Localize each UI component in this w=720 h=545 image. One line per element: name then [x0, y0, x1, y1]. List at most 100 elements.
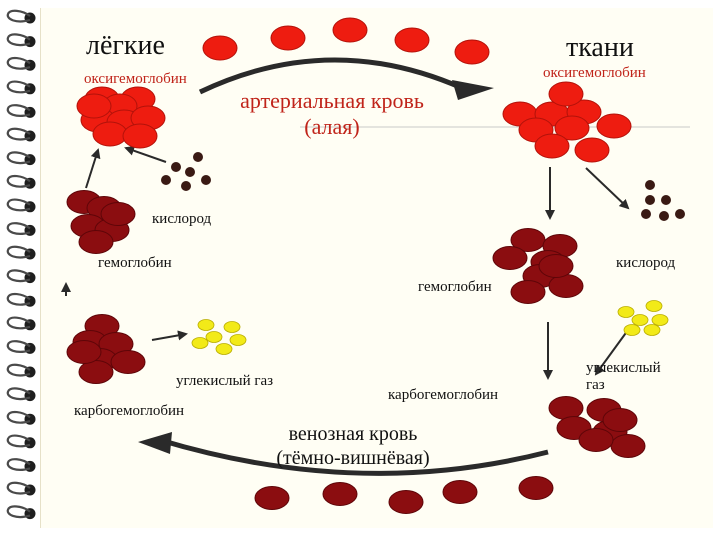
venous-blood-cell — [66, 340, 102, 364]
carbon-dioxide-molecule — [643, 324, 661, 336]
binding-ring — [6, 505, 36, 520]
binding-ring — [6, 481, 36, 496]
oxygen-molecule — [193, 152, 203, 162]
venous-blood-cell — [100, 202, 136, 226]
binding-ring — [6, 33, 36, 48]
venous-blood-cell — [548, 396, 584, 420]
arterial-blood-line2: (алая) — [304, 114, 360, 139]
carbon-dioxide-molecule — [631, 314, 649, 326]
arterial-blood-cell — [554, 115, 590, 141]
carbon-dioxide-molecule — [223, 321, 241, 333]
arrow-co2-released — [151, 330, 188, 341]
oxygen-molecule — [181, 181, 191, 191]
arterial-blood-cell — [548, 81, 584, 107]
venous-blood-label: венозная кровь (тёмно-вишнёвая) — [248, 424, 458, 468]
venous-blood-cell — [110, 350, 146, 374]
oxyhemoglobin-left-label: оксигемоглобин — [84, 71, 187, 87]
arrow-co2-to-blood — [594, 329, 629, 376]
arterial-blood-cell — [332, 17, 368, 43]
oxygen-molecule — [675, 209, 685, 219]
carbohemoglobin-left-label: карбогемоглобин — [74, 403, 185, 419]
venous-blood-cell — [510, 280, 546, 304]
oxygen-molecule — [201, 175, 211, 185]
venous-blood-cell — [492, 246, 528, 270]
arterial-blood-line1: артериальная кровь — [240, 88, 424, 113]
arterial-blood-label: артериальная кровь (алая) — [212, 90, 452, 138]
venous-blood-cell — [254, 486, 290, 510]
oxygen-molecule — [185, 167, 195, 177]
venous-blood-cell — [548, 274, 584, 298]
venous-blood-cell — [578, 428, 614, 452]
oxygen-molecule — [641, 209, 651, 219]
tissues-label: ткани — [566, 32, 634, 63]
oxygen-molecule — [659, 211, 669, 221]
oxygen-molecule — [661, 195, 671, 205]
binding-ring — [6, 222, 36, 236]
oxygen-molecule — [171, 162, 181, 172]
binding-ring — [6, 80, 36, 95]
carbon-dioxide-right-line2: газ — [586, 377, 605, 394]
carbon-dioxide-right-label: углекислый газ — [586, 360, 661, 395]
carbon-dioxide-molecule — [205, 331, 223, 343]
binding-ring — [6, 174, 36, 189]
arrow-oxygen-to-lungs — [124, 145, 167, 163]
binding-ring — [6, 292, 36, 307]
venous-blood-cell — [322, 482, 358, 506]
oxygen-molecule — [161, 175, 171, 185]
carbon-dioxide-molecule — [215, 343, 233, 355]
arterial-blood-cell — [534, 133, 570, 159]
binding-ring — [6, 434, 36, 449]
arterial-blood-cell — [394, 27, 430, 53]
binding-ring — [6, 56, 36, 71]
arterial-blood-cell — [122, 123, 158, 149]
binding-ring — [6, 127, 36, 142]
venous-blood-cell — [518, 476, 554, 500]
arrow-oxygen-to-tissues — [585, 167, 630, 210]
binding-ring — [6, 410, 36, 425]
venous-blood-line2: (тёмно-вишнёвая) — [276, 447, 430, 469]
binding-ring — [6, 151, 36, 166]
binding-ring — [6, 316, 36, 331]
carbon-dioxide-left-label: углекислый газ — [176, 373, 274, 389]
arrow-hemoglobin-to-oxyhemoglobin — [85, 148, 101, 189]
carbon-dioxide-right-line1: углекислый — [586, 360, 661, 376]
carbon-dioxide-molecule — [623, 324, 641, 336]
venous-blood-cell — [602, 408, 638, 432]
venous-blood-cell — [78, 230, 114, 254]
venous-blood-line1: венозная кровь — [288, 423, 418, 445]
arterial-blood-cell — [574, 137, 610, 163]
carbon-dioxide-molecule — [645, 300, 663, 312]
binding-ring — [6, 363, 36, 378]
arterial-blood-cell — [202, 35, 238, 61]
venous-flow-arrowhead — [138, 432, 172, 454]
carbon-dioxide-molecule — [229, 334, 247, 346]
lungs-label: лёгкие — [86, 30, 165, 61]
venous-blood-cell — [388, 490, 424, 514]
arterial-blood-cell — [270, 25, 306, 51]
binding-ring — [6, 269, 36, 284]
binding-ring — [6, 9, 36, 24]
arterial-blood-cell — [596, 113, 632, 139]
carbon-dioxide-molecule — [197, 319, 215, 331]
carbon-dioxide-molecule — [191, 337, 209, 349]
arterial-flow-arrowhead — [452, 80, 494, 100]
oxygen-left-label: кислород — [152, 211, 212, 227]
binding-ring — [6, 104, 36, 118]
binding-ring — [6, 198, 36, 213]
spiral-binding — [0, 0, 44, 540]
venous-blood-cell — [442, 480, 478, 504]
hemoglobin-left-label: гемоглобин — [98, 255, 172, 271]
carbohemoglobin-center-label: карбогемоглобин — [388, 387, 499, 403]
arterial-blood-cell — [92, 121, 128, 147]
oxygen-molecule — [645, 195, 655, 205]
carbon-dioxide-molecule — [651, 314, 669, 326]
arterial-flow-arrow — [198, 57, 464, 95]
venous-blood-cell — [538, 254, 574, 278]
oxygen-right-label: кислород — [616, 255, 676, 271]
venous-flow-arrow — [159, 437, 549, 476]
binding-ring — [6, 458, 36, 472]
arterial-blood-cell — [454, 39, 490, 65]
arterial-blood-cell — [76, 93, 112, 119]
